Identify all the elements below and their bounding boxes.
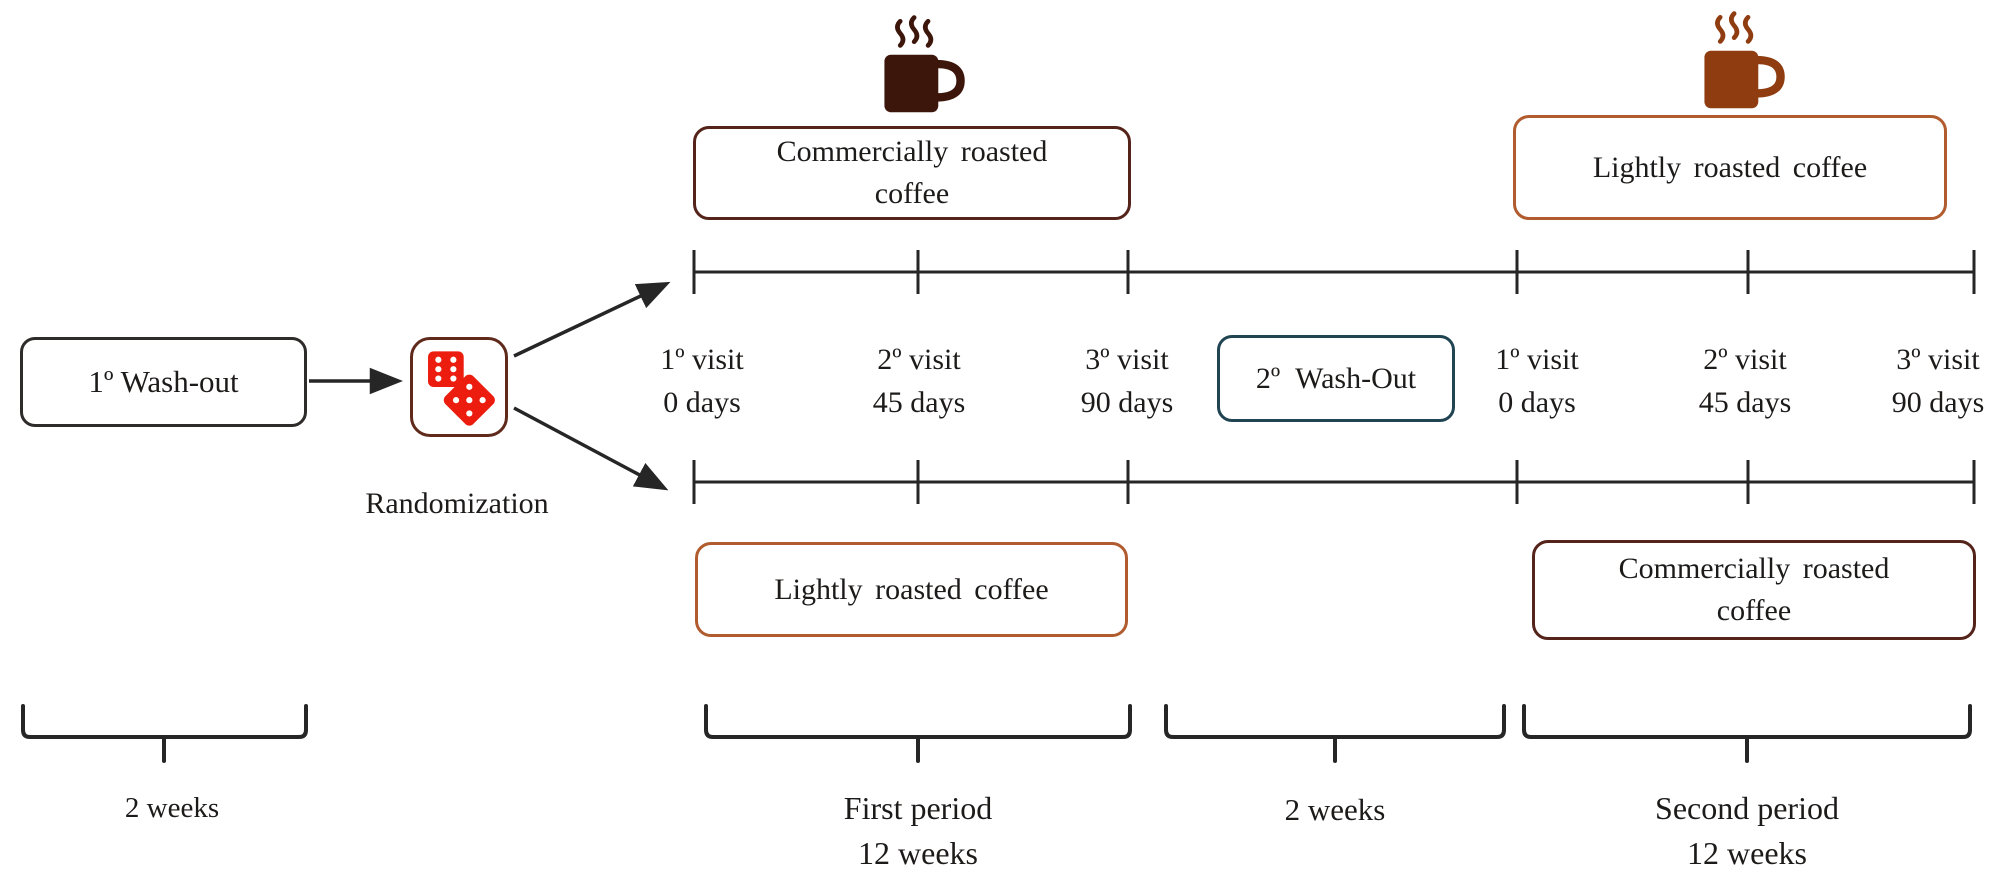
randomization-to-top-arm-arrow	[513, 281, 671, 358]
light-coffee-mug-icon	[1686, 8, 1786, 112]
steam-icon	[1715, 11, 1754, 44]
visit-label-first-period-1: 1º visit 0 days	[612, 338, 792, 424]
coffee-box-label-line: Commercially roasted	[776, 135, 1048, 168]
visit-label-first-period-2: 2º visit 45 days	[829, 338, 1009, 424]
first-washout-label: 1º Wash-out	[88, 364, 239, 399]
visit-day: 90 days	[1080, 386, 1174, 419]
second-period-brace	[1522, 704, 1972, 763]
visit-label-first-period-3: 3º visit 90 days	[1037, 338, 1217, 424]
coffee-box-label-line: Commercially roasted	[1618, 552, 1890, 585]
baseline-duration-label: 2 weeks	[124, 792, 220, 824]
flow-arrows	[309, 281, 671, 491]
visit-day: 45 days	[1698, 386, 1792, 419]
coffee-box-label-line: Lightly roasted coffee	[1592, 150, 1868, 184]
top-timeline	[692, 250, 1976, 294]
second-washout-label: 2º Wash-Out	[1255, 361, 1417, 395]
visit-label-second-period-3: 3º visit 90 days	[1848, 338, 2000, 424]
first-period-brace	[704, 704, 1132, 763]
die-five	[443, 374, 495, 426]
top-arm-first-period-box: Commercially roasted coffee	[693, 126, 1131, 220]
visit-label-second-period-2: 2º visit 45 days	[1655, 338, 1835, 424]
first-period-label: First period 12 weeks	[844, 786, 992, 876]
period-duration: 12 weeks	[1687, 835, 1807, 871]
visit-number: 3º visit	[1085, 343, 1169, 376]
period-name: Second period	[1655, 790, 1839, 826]
top-arm-second-period-box: Lightly roasted coffee	[1513, 115, 1947, 220]
coffee-box-label-line: coffee	[874, 177, 950, 210]
visit-number: 2º visit	[877, 343, 961, 376]
visit-number: 2º visit	[1703, 343, 1787, 376]
mid-washout-duration-label: 2 weeks	[1284, 792, 1386, 827]
period-duration: 12 weeks	[858, 835, 978, 871]
die-six	[428, 351, 464, 387]
mid-washout-brace	[1164, 704, 1506, 763]
randomization-label: Randomization	[365, 487, 549, 520]
visit-number: 1º visit	[660, 343, 744, 376]
visit-label-second-period-1: 1º visit 0 days	[1447, 338, 1627, 424]
dice-icon	[428, 351, 495, 426]
baseline-washout-brace	[21, 704, 308, 763]
visit-day: 0 days	[1498, 386, 1576, 419]
steam-icon	[895, 15, 934, 48]
visit-day: 0 days	[663, 386, 741, 419]
visit-number: 3º visit	[1896, 343, 1980, 376]
visit-number: 1º visit	[1495, 343, 1579, 376]
coffee-box-label-line: Lightly roasted coffee	[774, 572, 1049, 606]
commercial-coffee-mug-icon	[866, 12, 966, 116]
second-washout-box: 2º Wash-Out	[1217, 335, 1455, 422]
duration-braces	[21, 704, 1972, 763]
bottom-arm-first-period-box: Lightly roasted coffee	[695, 542, 1128, 637]
period-name: First period	[843, 790, 993, 826]
coffee-box-label-line: coffee	[1716, 594, 1792, 627]
randomization-dice-box	[410, 337, 508, 437]
first-washout-box: 1º Wash-out	[20, 337, 307, 427]
visit-day: 45 days	[872, 386, 966, 419]
second-period-label: Second period 12 weeks	[1655, 786, 1839, 876]
randomization-to-bottom-arm-arrow	[513, 406, 669, 491]
bottom-timeline	[692, 460, 1976, 504]
bottom-arm-second-period-box: Commercially roasted coffee	[1532, 540, 1976, 640]
visit-day: 90 days	[1891, 386, 1985, 419]
